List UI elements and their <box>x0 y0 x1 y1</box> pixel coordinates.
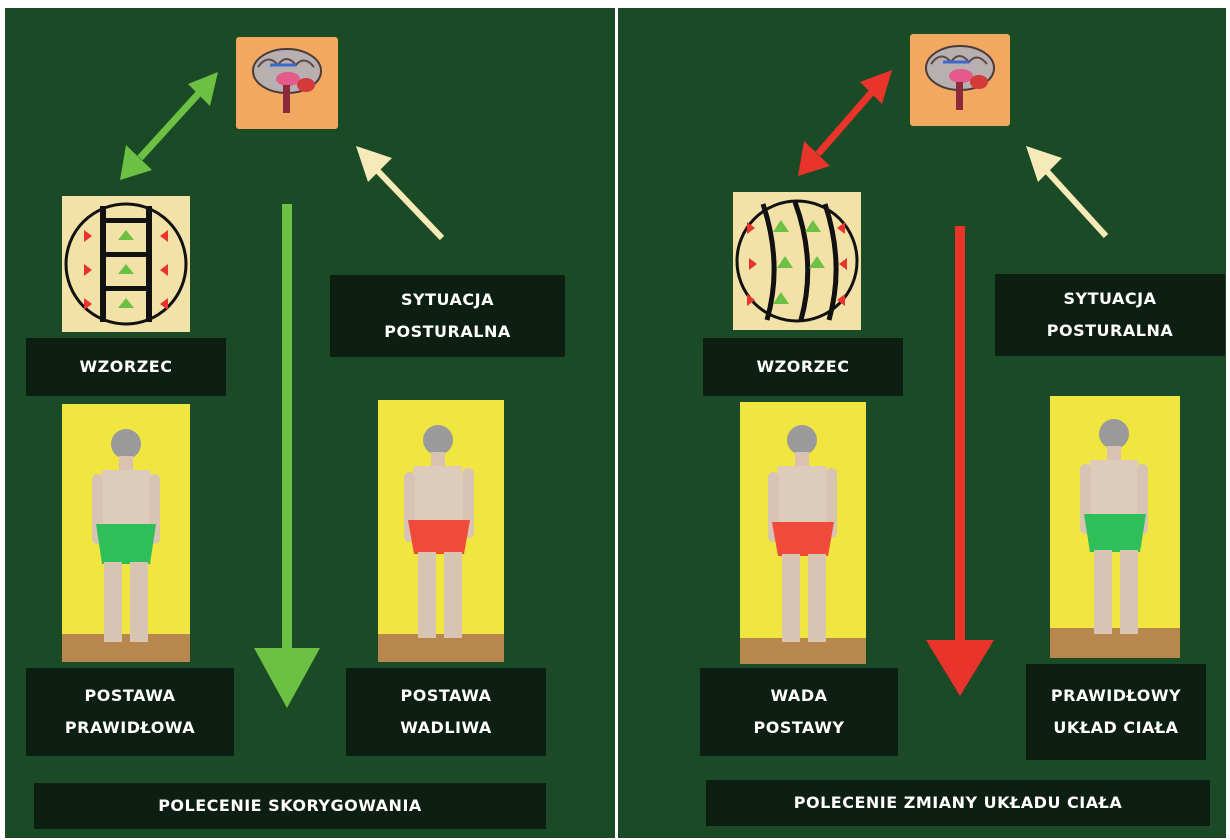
left-child-photo-correct <box>62 404 190 662</box>
right-situation-label: SYTUACJA POSTURALNA <box>995 274 1225 356</box>
right-correct-body-label: PRAWIDŁOWY UKŁAD CIAŁA <box>1026 664 1206 760</box>
brain-icon <box>910 34 1010 126</box>
left-faulty-posture-label: POSTAWA WADLIWA <box>346 668 546 756</box>
right-defect-posture-label: WADA POSTAWY <box>700 668 898 756</box>
right-pattern-label: WZORZEC <box>703 338 903 396</box>
spine-pattern-icon <box>62 196 190 332</box>
left-pattern-label: WZORZEC <box>26 338 226 396</box>
right-child-photo-defect <box>740 402 866 664</box>
brain-icon <box>236 37 338 129</box>
left-command-label: POLECENIE SKORYGOWANIA <box>34 783 546 829</box>
spine-pattern-icon <box>733 192 861 330</box>
right-command-label: POLECENIE ZMIANY UKŁADU CIAŁA <box>706 780 1210 826</box>
left-child-photo-faulty <box>378 400 504 662</box>
left-situation-label: SYTUACJA POSTURALNA <box>330 275 565 357</box>
right-child-photo-correct <box>1050 396 1180 658</box>
left-correct-posture-label: POSTAWA PRAWIDŁOWA <box>26 668 234 756</box>
